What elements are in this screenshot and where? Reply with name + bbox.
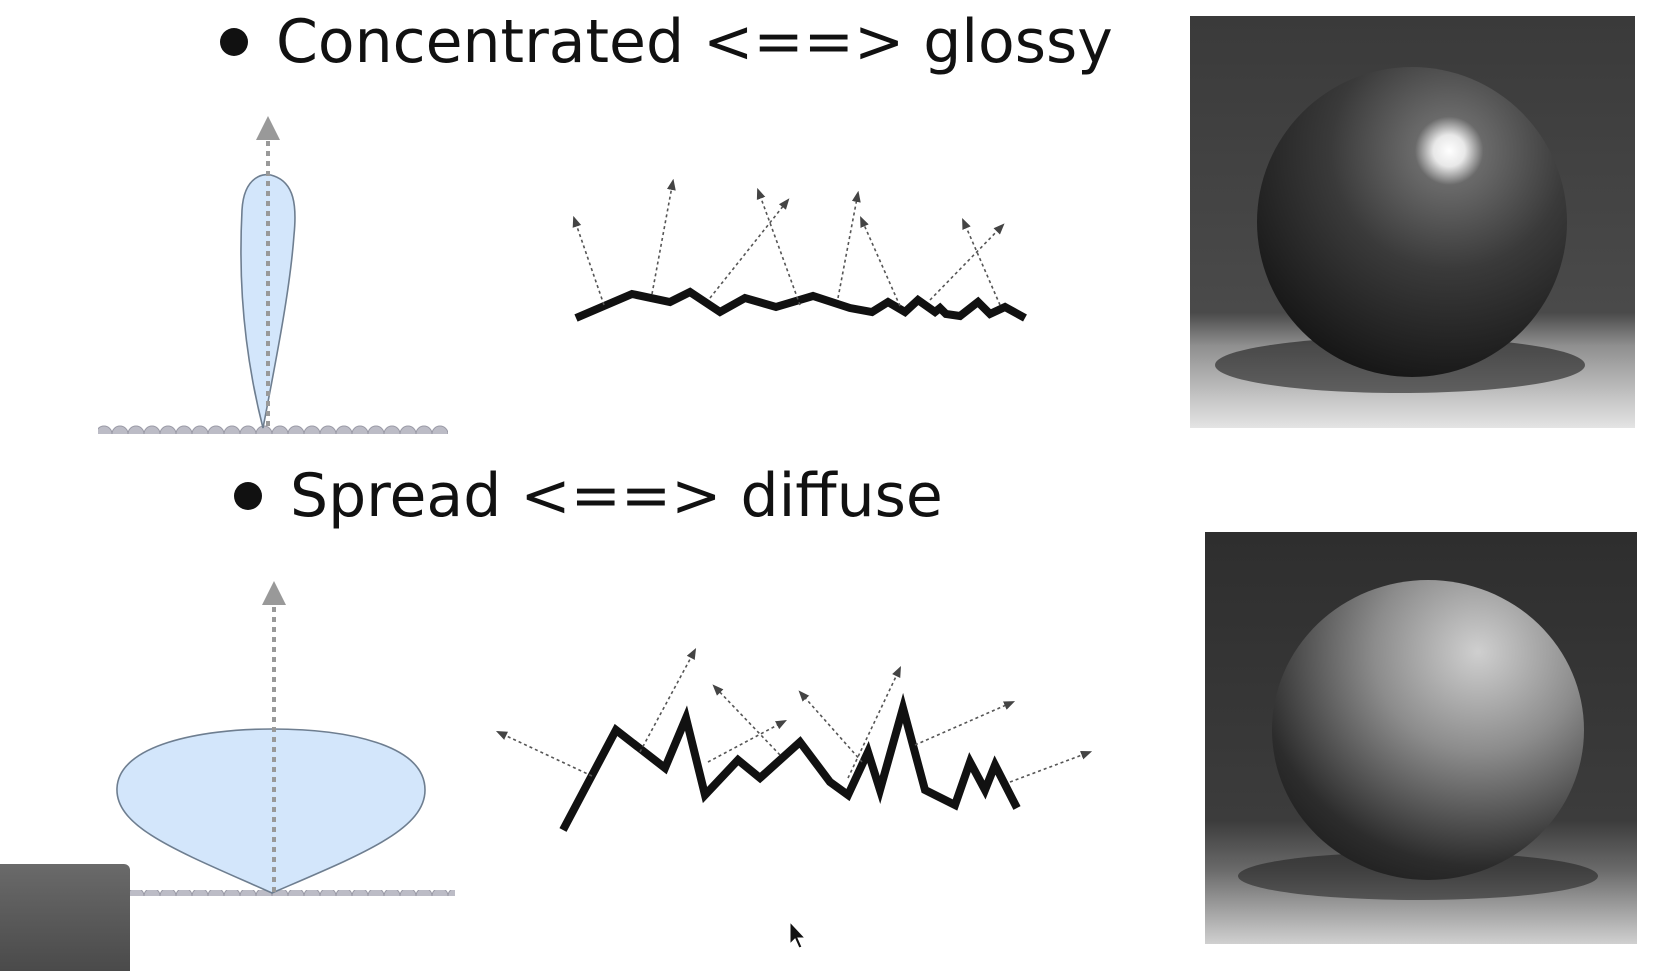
diffuse-reflection-rays	[495, 648, 1093, 783]
bullet-text-diffuse: Spread <==> diffuse	[290, 461, 943, 531]
glossy-sphere	[1257, 67, 1567, 377]
diffuse-sphere	[1272, 580, 1584, 880]
diffuse-surface-profile	[559, 692, 1021, 832]
bullet-spread-diffuse: Spread <==> diffuse	[234, 466, 943, 526]
diffuse-sphere-render	[1205, 532, 1637, 944]
glossy-surface	[98, 425, 448, 435]
glossy-microsurface	[572, 178, 1027, 322]
diffuse-surface	[130, 890, 455, 900]
diffuse-lobe-diagram	[116, 581, 455, 900]
glossy-lobe-diagram	[98, 116, 448, 435]
diffuse-lobe	[116, 728, 426, 894]
bullet-concentrated-glossy: Concentrated <==> glossy	[220, 12, 1113, 72]
presenter-video-thumbnail	[0, 864, 130, 971]
glossy-reflection-rays	[572, 178, 1005, 307]
bullet-text-glossy: Concentrated <==> glossy	[276, 7, 1113, 77]
mouse-pointer-icon	[789, 920, 807, 949]
glossy-sphere-render	[1190, 16, 1635, 428]
glossy-surface-profile	[574, 287, 1027, 322]
diffuse-microsurface	[495, 648, 1093, 832]
bullet-dot-icon	[220, 28, 248, 56]
bullet-dot-icon	[234, 482, 262, 510]
